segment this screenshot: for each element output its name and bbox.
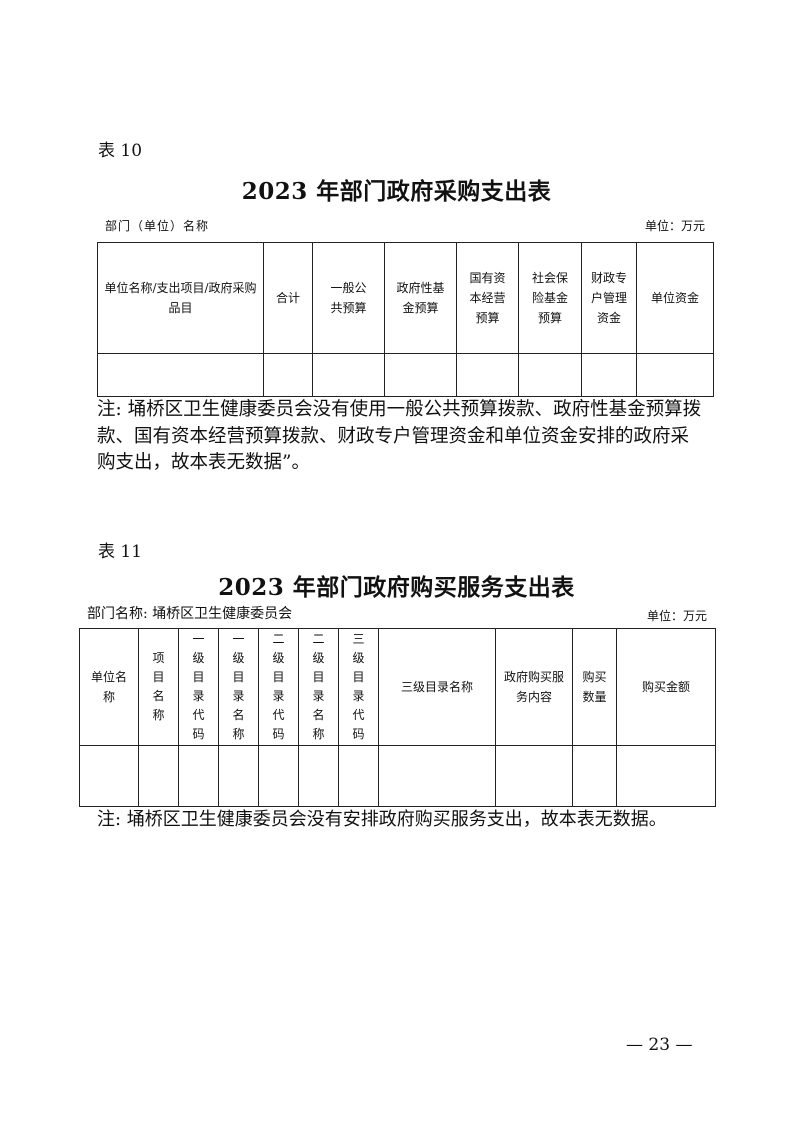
table10-title: 2023 年部门政府采购支出表 <box>241 178 552 205</box>
cell <box>518 353 582 397</box>
header-cell: 单位资金 <box>636 242 714 354</box>
cell <box>97 353 264 397</box>
header-cell: 二级目录代码 <box>258 628 299 746</box>
header-cell: 政府性基金预算 <box>384 242 457 354</box>
cell <box>79 745 139 807</box>
cell <box>338 745 379 807</box>
cell <box>456 353 519 397</box>
page-number: — 23 — <box>626 1035 693 1055</box>
header-cell: 一级目录名称 <box>218 628 259 746</box>
header-text: 项目名称 <box>152 651 165 722</box>
table11-title: 2023 年部门政府购买服务支出表 <box>218 574 575 601</box>
header-cell: 购买数量 <box>572 628 617 746</box>
table11-dept: 部门名称: 埇桥区卫生健康委员会 <box>87 606 293 622</box>
table10-note: 注: 埇桥区卫生健康委员会没有使用一般公共预算拨款、政府性基金预算拨款、国有资本… <box>97 399 702 473</box>
cell <box>378 745 496 807</box>
header-cell: 一般公共预算 <box>312 242 385 354</box>
table-header-row: 单位名称/支出项目/政府采购品目 合计 一般公共预算 政府性基金预算 国有资本经… <box>97 242 714 354</box>
header-text: 二级目录名称 <box>312 632 325 741</box>
header-cell: 合计 <box>263 242 313 354</box>
cell <box>178 745 219 807</box>
header-cell: 社会保险基金预算 <box>518 242 582 354</box>
cell <box>495 745 573 807</box>
cell <box>572 745 617 807</box>
table10-unit: 单位：万元 <box>644 219 705 233</box>
header-cell: 二级目录名称 <box>298 628 339 746</box>
table-header-row: 单位名称 项目名称 一级目录代码 一级目录名称 二级目录代码 二级目录名称 三级… <box>79 628 716 746</box>
cell <box>312 353 385 397</box>
cell <box>616 745 716 807</box>
header-cell: 三级目录名称 <box>378 628 496 746</box>
table11-label: 表 11 <box>98 542 143 562</box>
header-cell: 单位名称/支出项目/政府采购品目 <box>97 242 264 354</box>
cell <box>581 353 637 397</box>
header-cell: 国有资本经营预算 <box>456 242 519 354</box>
header-cell: 三级目录代码 <box>338 628 379 746</box>
cell <box>636 353 714 397</box>
header-cell: 一级目录代码 <box>178 628 219 746</box>
table11-note: 注: 埇桥区卫生健康委员会没有安排政府购买服务支出，故本表无数据。 <box>97 809 667 830</box>
header-text: 二级目录代码 <box>272 632 285 741</box>
table11: 单位名称 项目名称 一级目录代码 一级目录名称 二级目录代码 二级目录名称 三级… <box>79 628 716 807</box>
table10-label: 表 10 <box>98 141 143 161</box>
header-cell: 财政专户管理资金 <box>581 242 637 354</box>
table-row <box>97 353 714 397</box>
table-row <box>79 745 716 807</box>
cell <box>384 353 457 397</box>
header-text: 一级目录代码 <box>192 632 205 741</box>
cell <box>263 353 313 397</box>
header-text: 一级目录名称 <box>232 632 245 741</box>
header-cell: 项目名称 <box>138 628 179 746</box>
cell <box>298 745 339 807</box>
header-cell: 购买金额 <box>616 628 716 746</box>
table11-unit: 单位：万元 <box>646 609 707 623</box>
cell <box>138 745 179 807</box>
header-cell: 政府购买服务内容 <box>495 628 573 746</box>
header-cell: 单位名称 <box>79 628 139 746</box>
header-text: 三级目录代码 <box>352 632 365 741</box>
table10: 单位名称/支出项目/政府采购品目 合计 一般公共预算 政府性基金预算 国有资本经… <box>97 242 714 397</box>
cell <box>258 745 299 807</box>
cell <box>218 745 259 807</box>
table10-dept: 部门（单位）名称 <box>105 219 210 233</box>
